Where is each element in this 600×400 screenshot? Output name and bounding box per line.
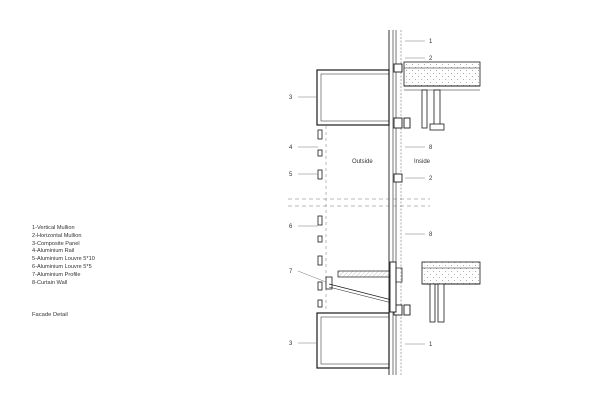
legend-item: 5-Aluminium Louvre 5*10	[32, 256, 95, 263]
upper-composite-panel	[316, 69, 390, 126]
legend-item: 8-Curtain Wall	[32, 279, 68, 286]
callout-6: 6	[289, 224, 293, 230]
aluminium-louvres	[317, 129, 323, 308]
callout-8: 8	[429, 232, 433, 238]
aluminium-profile	[325, 261, 403, 313]
callout-2: 2	[429, 176, 433, 182]
callout-4: 4	[289, 145, 293, 151]
drawing-caption: Facade Detail	[32, 312, 68, 318]
callout-8: 8	[429, 145, 433, 151]
break-lines	[288, 198, 430, 207]
legend-item: 2-Horizontal Mullion	[32, 232, 82, 239]
horizontal-mullions	[393, 63, 411, 316]
legend-item: 3-Composite Panel	[32, 240, 80, 247]
callout-1: 1	[429, 342, 433, 348]
legend: 1-Vertical Mullion 2-Horizontal Mullion …	[32, 225, 95, 287]
callout-3: 3	[289, 341, 293, 347]
legend-item: 6-Aluminium Louvre 5*5	[32, 263, 92, 270]
lower-floor-slab	[421, 261, 481, 323]
leader-lines	[297, 40, 425, 345]
callout-3: 3	[289, 95, 293, 101]
legend-item: 1-Vertical Mullion	[32, 225, 75, 231]
lower-composite-panel	[316, 312, 390, 369]
callout-2: 2	[429, 56, 433, 62]
callout-5: 5	[289, 172, 293, 178]
curtain-wall-lines	[388, 30, 402, 375]
legend-item: 4-Aluminium Rail	[32, 248, 75, 255]
legend-item: 7-Aluminium Profile	[32, 271, 81, 278]
outside-label: Outside	[352, 159, 373, 165]
inside-label: Inside	[414, 159, 431, 165]
callout-1: 1	[429, 39, 433, 45]
callout-7: 7	[289, 269, 293, 275]
upper-floor-slab	[403, 61, 481, 131]
callout-numbers: 1 2 3 8 4 5 2 6 8 7 3 1	[289, 39, 433, 348]
